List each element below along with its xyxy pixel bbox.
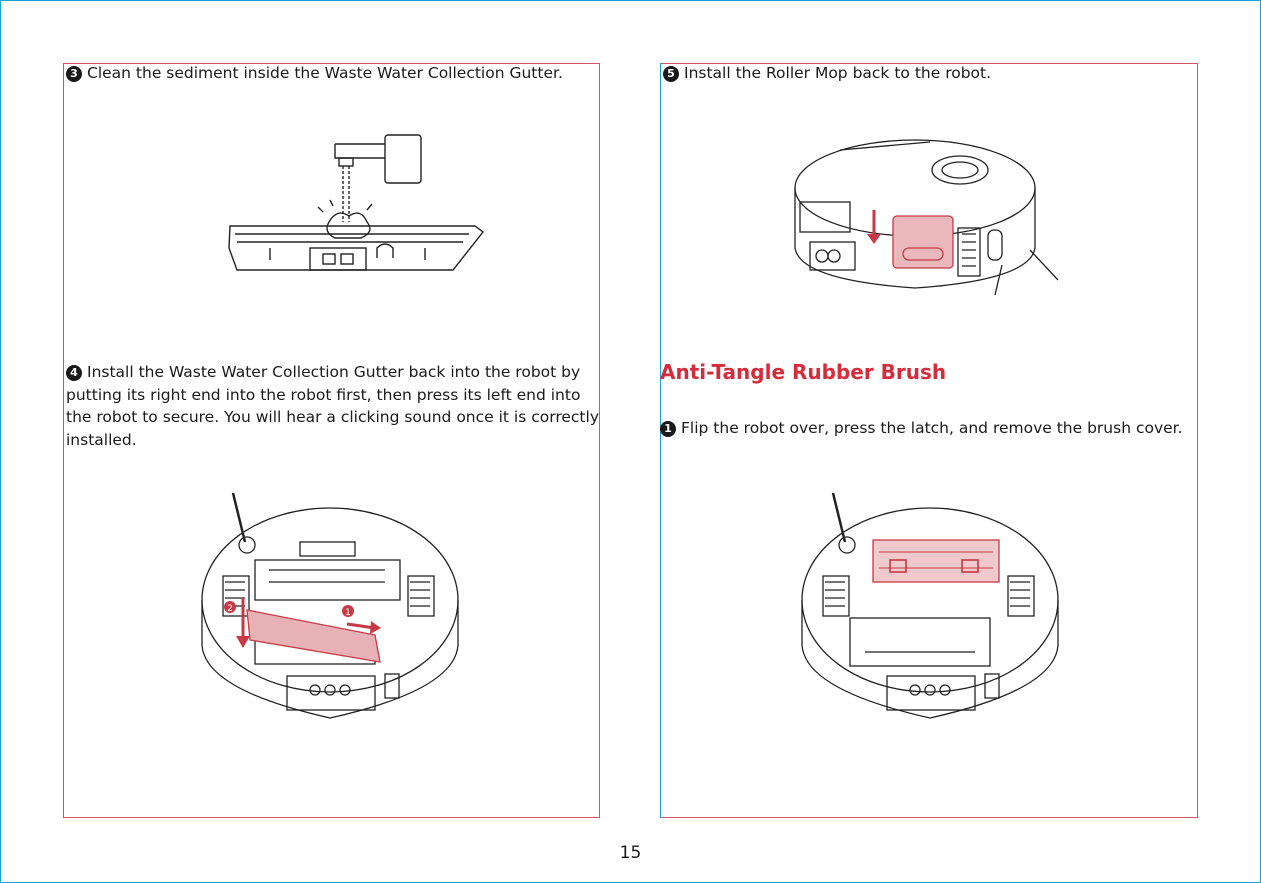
step-5: 5 Install the Roller Mop back to the robo… [663,62,1197,85]
step-number-badge: 1 [660,421,676,437]
callout-1: 1 [345,608,351,618]
callout-2: 2 [227,604,233,614]
gutter-cleaning-illustration [215,130,495,280]
page-number: 15 [0,843,1261,863]
section-title: Anti-Tangle Rubber Brush [660,360,946,384]
step-3: 3 Clean the sediment inside the Waste Wat… [66,62,600,85]
step-5-text: Install the Roller Mop back to the robot… [684,64,991,82]
step-4-text: Install the Waste Water Collection Gutte… [66,363,599,449]
brush-step-1: 1 Flip the robot over, press the latch, a… [660,417,1200,440]
brush-step-1-text: Flip the robot over, press the latch, an… [681,419,1183,437]
gutter-install-illustration: 2 1 [195,490,465,725]
step-number-badge: 4 [66,365,82,381]
column-guide-right [660,63,661,818]
brush-cover-illustration [795,490,1065,725]
step-number-badge: 3 [66,66,82,82]
roller-mop-illustration [790,130,1065,298]
step-number-badge: 5 [663,66,679,82]
step-3-text: Clean the sediment inside the Waste Wate… [87,64,563,82]
